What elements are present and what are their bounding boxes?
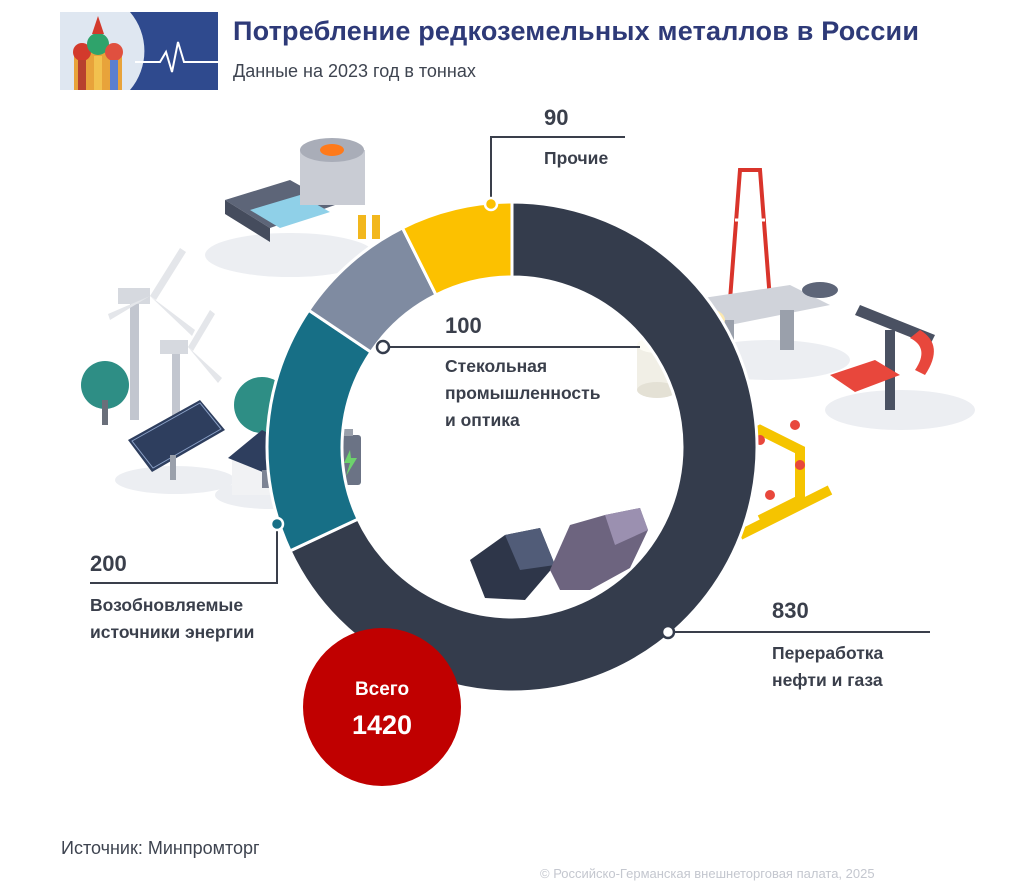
category-label-steklo-1: Стекольная [445, 356, 547, 376]
total-label: Всего [355, 679, 409, 700]
marker-steklo [375, 339, 391, 355]
value-label-neft: 830 [772, 598, 809, 623]
category-label-steklo-3: и оптика [445, 410, 520, 430]
cathedral-logo-icon [60, 12, 218, 90]
mineral-crystals-icon [470, 508, 648, 600]
category-label-vie-2: источники энергии [90, 622, 254, 642]
marker-prochie [483, 196, 499, 212]
category-label-vie-1: Возобновляемые [90, 595, 243, 615]
leader-lines [90, 136, 930, 633]
value-label-steklo: 100 [445, 313, 482, 338]
metallurgy-plant-icon [205, 138, 380, 277]
leader-line-vie [90, 524, 278, 584]
segment-prochie [400, 200, 514, 297]
solar-panel-icon [115, 400, 235, 494]
total-bubble [303, 628, 461, 786]
wind-turbine-icon [81, 248, 222, 445]
pump-jack-icon [825, 305, 975, 430]
leader-markers [269, 196, 676, 640]
segment-vie [265, 308, 374, 553]
leader-line-prochie [490, 136, 625, 204]
category-label-neft-2: нефти и газа [772, 670, 883, 690]
category-label-prochie: Прочие [544, 148, 608, 168]
source-note: Источник: Минпромторг [61, 838, 260, 858]
category-label-steklo-2: промышленность [445, 383, 601, 403]
marker-vie [269, 516, 285, 532]
value-label-prochie: 90 [544, 105, 568, 130]
segment-neft-gaz [288, 200, 759, 694]
total-value: 1420 [352, 710, 412, 740]
value-label-vie: 200 [90, 551, 127, 576]
category-label-neft-1: Переработка [772, 643, 884, 663]
marker-neft [660, 624, 676, 640]
copyright-note: © Российско-Германская внешнеторговая па… [540, 866, 875, 881]
chart-title: Потребление редкоземельных металлов в Ро… [233, 16, 920, 46]
chart-subtitle: Данные на 2023 год в тоннах [233, 61, 476, 81]
